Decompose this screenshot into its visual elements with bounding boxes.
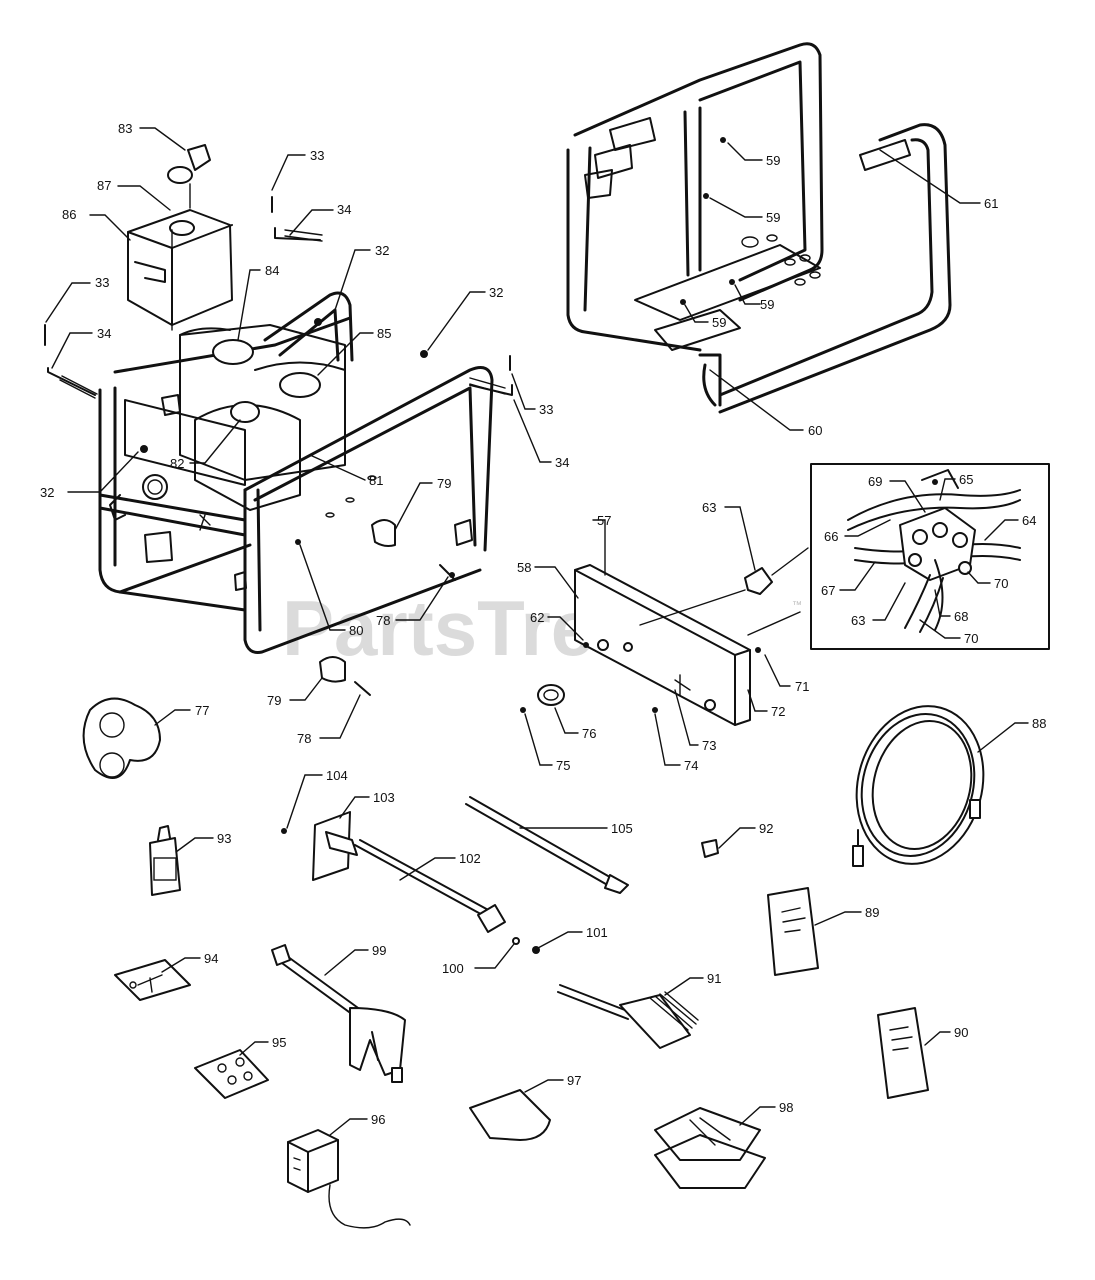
roll-frame — [566, 42, 952, 414]
callout-57: 57 — [597, 513, 611, 528]
callout-33: 33 — [539, 402, 553, 417]
callout-80: 80 — [349, 623, 363, 638]
callout-92: 92 — [759, 821, 773, 836]
callout-103: 103 — [373, 790, 395, 805]
mount-parts — [295, 519, 456, 696]
oil-bottle — [149, 825, 181, 896]
callout-81: 81 — [369, 473, 383, 488]
watermark-trademark: ™ — [792, 600, 802, 611]
callout-82: 82 — [170, 456, 184, 471]
callout-64: 64 — [1022, 513, 1036, 528]
callout-83: 83 — [118, 121, 132, 136]
fuel-tank — [127, 144, 233, 331]
hose — [852, 705, 985, 867]
callout-33: 33 — [95, 275, 109, 290]
nozzle-tip — [701, 839, 719, 858]
callout-93: 93 — [217, 831, 231, 846]
callout-59: 59 — [712, 315, 726, 330]
callout-59: 59 — [766, 153, 780, 168]
strap-part — [82, 697, 161, 779]
lance-assembly — [281, 811, 540, 954]
callout-59: 59 — [760, 297, 774, 312]
callout-99: 99 — [372, 943, 386, 958]
callout-77: 77 — [195, 703, 209, 718]
callout-90: 90 — [954, 1025, 968, 1040]
manual-89 — [767, 887, 819, 976]
main-frame — [98, 291, 494, 654]
bolt-assembly-left — [44, 324, 98, 399]
parts-bag-97 — [469, 1089, 551, 1141]
callout-74: 74 — [684, 758, 698, 773]
callout-33: 33 — [310, 148, 324, 163]
power-adapter — [287, 1129, 411, 1229]
callout-32: 32 — [40, 485, 54, 500]
callout-34: 34 — [555, 455, 569, 470]
callout-32: 32 — [375, 243, 389, 258]
callout-63: 63 — [851, 613, 865, 628]
manual-90 — [877, 1007, 929, 1099]
callout-63: 63 — [702, 500, 716, 515]
callout-59: 59 — [766, 210, 780, 225]
callout-75: 75 — [556, 758, 570, 773]
callout-100: 100 — [442, 961, 464, 976]
callout-65: 65 — [959, 472, 973, 487]
callout-94: 94 — [204, 951, 218, 966]
callout-labels: 83 33 87 86 34 32 84 33 34 85 32 33 34 8… — [40, 121, 1046, 1127]
oring-kit — [194, 1049, 269, 1099]
callout-71: 71 — [795, 679, 809, 694]
bolt-assembly-top — [271, 196, 323, 242]
callout-105: 105 — [611, 821, 633, 836]
control-panel — [520, 547, 809, 726]
tool-card — [114, 959, 191, 1001]
extension-wand — [465, 796, 629, 894]
callout-72: 72 — [771, 704, 785, 719]
callout-104: 104 — [326, 768, 348, 783]
parts-bags-98 — [654, 1107, 766, 1189]
callout-87: 87 — [97, 178, 111, 193]
callout-32: 32 — [489, 285, 503, 300]
callout-89: 89 — [865, 905, 879, 920]
callout-78: 78 — [376, 613, 390, 628]
callout-66: 66 — [824, 529, 838, 544]
inset-detail-box — [810, 463, 1050, 650]
leader-lines — [45, 127, 1029, 1136]
callout-98: 98 — [779, 1100, 793, 1115]
callout-70: 70 — [994, 576, 1008, 591]
callout-58: 58 — [517, 560, 531, 575]
callout-34: 34 — [337, 202, 351, 217]
callout-70: 70 — [964, 631, 978, 646]
callout-88: 88 — [1032, 716, 1046, 731]
callout-67: 67 — [821, 583, 835, 598]
callout-95: 95 — [272, 1035, 286, 1050]
callout-91: 91 — [707, 971, 721, 986]
callout-76: 76 — [582, 726, 596, 741]
callout-79: 79 — [267, 693, 281, 708]
callout-61: 61 — [984, 196, 998, 211]
callout-96: 96 — [371, 1112, 385, 1127]
callout-84: 84 — [265, 263, 279, 278]
callout-78: 78 — [297, 731, 311, 746]
callout-62: 62 — [530, 610, 544, 625]
callout-60: 60 — [808, 423, 822, 438]
callout-86: 86 — [62, 207, 76, 222]
callout-101: 101 — [586, 925, 608, 940]
bolt-assembly-right — [469, 355, 513, 396]
callout-102: 102 — [459, 851, 481, 866]
callout-85: 85 — [377, 326, 391, 341]
callout-68: 68 — [954, 609, 968, 624]
callout-97: 97 — [567, 1073, 581, 1088]
callout-69: 69 — [868, 474, 882, 489]
callout-79: 79 — [437, 476, 451, 491]
callout-73: 73 — [702, 738, 716, 753]
brush — [557, 984, 699, 1049]
callout-34: 34 — [97, 326, 111, 341]
spray-gun — [271, 944, 406, 1083]
